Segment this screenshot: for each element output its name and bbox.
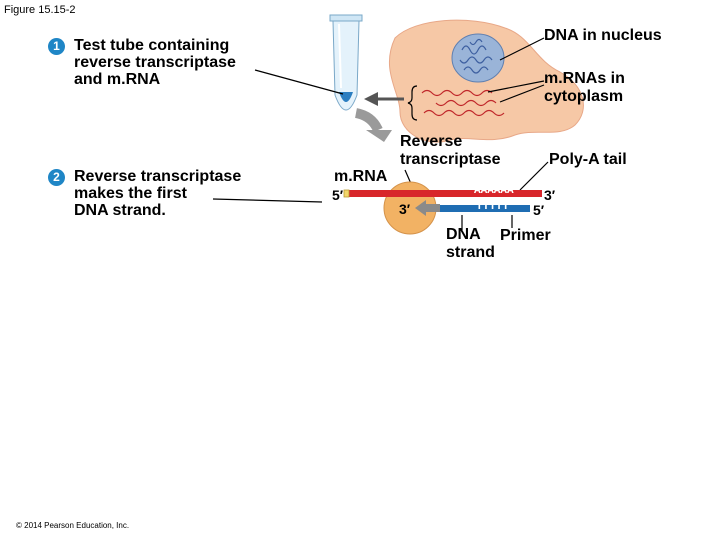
step-2-text: Reverse transcriptase makes the first DN… <box>74 168 242 219</box>
primer-label: Primer <box>500 227 551 244</box>
poly-a-region <box>470 190 542 197</box>
three-prime-top-label: 3′ <box>544 187 556 203</box>
nucleus-dna-squiggle <box>459 38 493 74</box>
poly-t-sequence: TTTTT <box>476 201 510 213</box>
nucleus-icon <box>451 33 505 83</box>
primer-region <box>470 205 530 212</box>
test-tube-icon <box>329 14 363 111</box>
synthesis-arrow <box>415 200 440 216</box>
cytoplasm-mrnas <box>421 89 505 117</box>
curved-arrow-icon <box>354 108 383 133</box>
mrna-label: m.RNA <box>334 168 388 185</box>
step-1-text: Test tube containing reverse transcripta… <box>74 37 236 88</box>
poly-a-sequence: AAAAAA <box>474 185 514 197</box>
reverse-transcriptase-label: Reverse transcriptase <box>400 133 501 168</box>
mrnas-in-cytoplasm-label: m.RNAs in cytoplasm <box>544 70 625 105</box>
step-2-badge: 2 <box>48 169 65 186</box>
poly-a-tail-label: Poly-A tail <box>549 151 627 168</box>
five-prime-top-label: 5′ <box>332 187 344 203</box>
step-1-badge: 1 <box>48 38 65 55</box>
copyright-notice: © 2014 Pearson Education, Inc. <box>16 521 130 530</box>
dna-strand-label: DNA strand <box>446 226 495 261</box>
five-prime-bottom-label: 5′ <box>533 202 545 218</box>
three-prime-bottom-label: 3′ <box>399 201 411 217</box>
dna-strand-bar <box>430 205 470 212</box>
mrna-brace <box>407 85 418 121</box>
figure-title: Figure 15.15-2 <box>4 4 76 16</box>
mrna-strand <box>348 190 470 197</box>
dna-in-nucleus-label: DNA in nucleus <box>544 27 662 44</box>
